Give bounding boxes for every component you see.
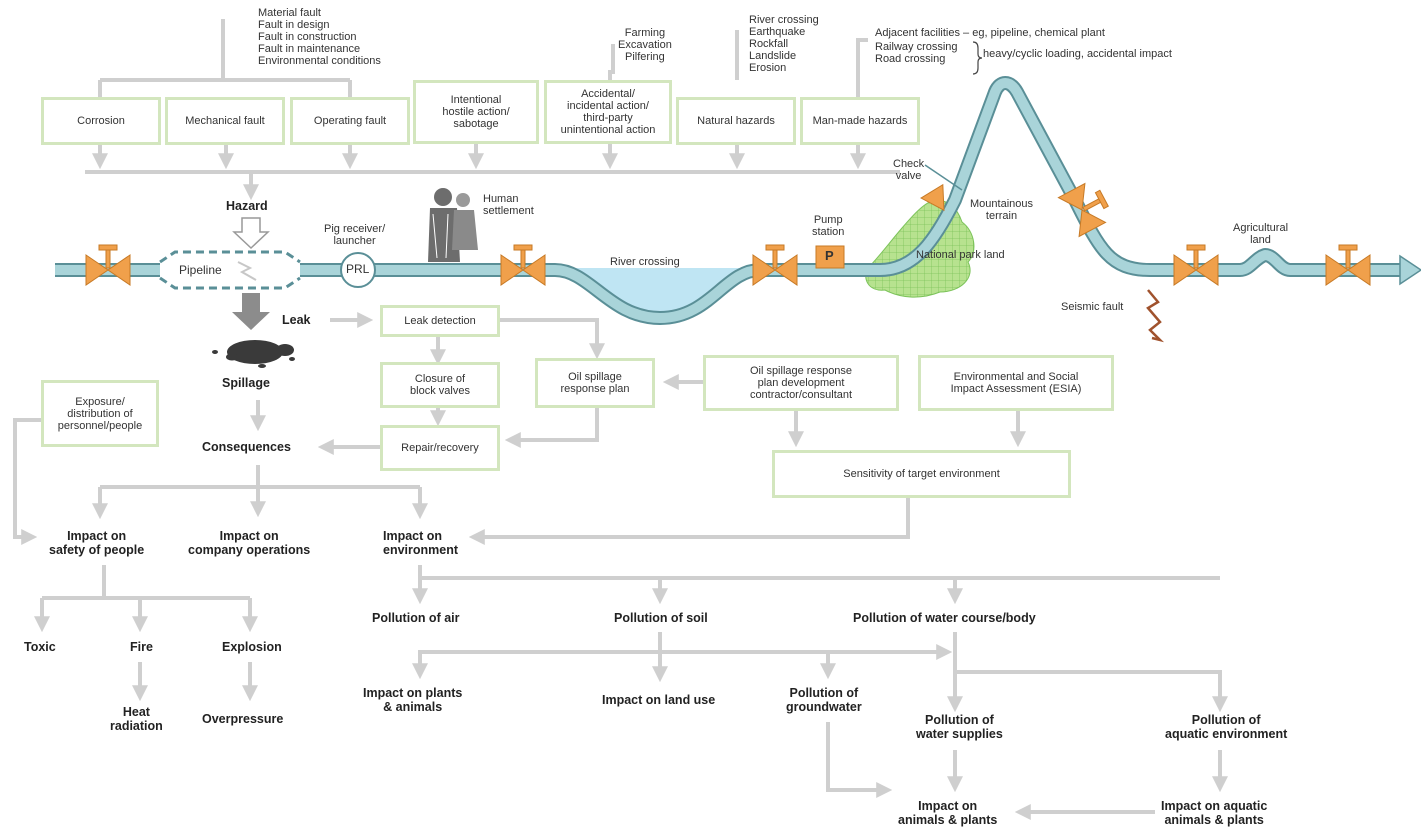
impact-overpressure: Overpressure <box>202 712 284 726</box>
pipeline-label: Pipeline <box>179 263 222 277</box>
leak-arrow-icon <box>232 293 270 330</box>
box-accidental-action: Accidental/ incidental action/ third-par… <box>544 80 672 144</box>
leak-label: Leak <box>282 313 311 327</box>
box-repair-recovery: Repair/recovery <box>380 425 500 471</box>
pollution-soil: Pollution of soil <box>614 611 708 625</box>
connector-lines <box>13 19 1228 820</box>
natural-hazard-list: River crossing Earthquake Rockfall Lands… <box>749 14 819 74</box>
manmade-loading: heavy/cyclic loading, accidental impact <box>983 48 1172 60</box>
impact-toxic: Toxic <box>24 640 56 654</box>
pump-station-icon <box>815 245 845 269</box>
prl-label: PRL <box>346 262 370 276</box>
box-esia: Environmental and Social Impact Assessme… <box>918 355 1114 411</box>
prl-circle <box>340 252 376 288</box>
river-water <box>555 268 760 316</box>
impact-environment: Impact on environment <box>383 529 459 557</box>
manmade-list-line2: Railway crossing Road crossing <box>875 41 958 65</box>
impact-land-use: Impact on land use <box>602 693 716 707</box>
hazard-arrow-icon <box>232 217 270 250</box>
oil-spill-icon <box>212 340 295 368</box>
pollution-air: Pollution of air <box>372 611 460 625</box>
box-manmade-hazards: Man-made hazards <box>800 97 920 145</box>
spillage-label: Spillage <box>222 376 270 390</box>
box-oil-spill-plan: Oil spillage response plan <box>535 358 655 408</box>
human-settlement-label: Human settlement <box>483 193 534 217</box>
box-operating-fault: Operating fault <box>290 97 410 145</box>
pig-receiver-label: Pig receiver/ launcher <box>324 223 386 247</box>
impact-plants-animals: Impact on plants & animals <box>363 686 463 714</box>
mountainous-terrain-label: Mountainous terrain <box>970 198 1033 222</box>
impact-company: Impact on company operations <box>188 529 311 557</box>
check-valve-label: Check valve <box>893 158 925 182</box>
hazard-label: Hazard <box>226 199 268 213</box>
seismic-fault-icon <box>1146 289 1165 343</box>
valve-icons <box>85 182 1371 286</box>
box-oil-spill-plan-dev: Oil spillage response plan development c… <box>703 355 899 411</box>
box-mechanical-fault: Mechanical fault <box>165 97 285 145</box>
impact-aquatic-animals: Impact on aquatic animals & plants <box>1161 799 1268 827</box>
seismic-fault-label: Seismic fault <box>1061 301 1124 313</box>
impact-heat: Heat radiation <box>110 705 163 733</box>
impact-explosion: Explosion <box>222 640 282 654</box>
box-sensitivity: Sensitivity of target environment <box>772 450 1071 498</box>
human-settlement-icon <box>428 188 478 262</box>
check-valve-pointer <box>924 164 963 191</box>
impact-animals-plants: Impact on animals & plants <box>898 799 998 827</box>
pollution-groundwater: Pollution of groundwater <box>786 686 862 714</box>
fault-list: Material fault Fault in design Fault in … <box>258 7 381 67</box>
third-party-list: Farming Excavation Pilfering <box>618 27 672 63</box>
pollution-water-supplies: Pollution of water supplies <box>916 713 1003 741</box>
box-leak-detection: Leak detection <box>380 305 500 337</box>
pollution-water-body: Pollution of water course/body <box>853 611 1036 625</box>
impact-fire: Fire <box>130 640 153 654</box>
pump-p-label: P <box>825 248 834 263</box>
agricultural-land-label: Agricultural land <box>1233 222 1289 246</box>
national-park-label: National park land <box>916 249 1005 261</box>
pump-station-label: Pump station <box>812 214 845 238</box>
box-closure-valves: Closure of block valves <box>380 362 500 408</box>
manmade-list-line1: Adjacent facilities – eg, pipeline, chem… <box>875 27 1105 39</box>
box-intentional-action: Intentional hostile action/ sabotage <box>413 80 539 144</box>
consequences-label: Consequences <box>202 440 291 454</box>
box-exposure: Exposure/ distribution of personnel/peop… <box>41 380 159 447</box>
impact-safety: Impact on safety of people <box>49 529 145 557</box>
pollution-aquatic-env: Pollution of aquatic environment <box>1165 713 1288 741</box>
river-crossing-label: River crossing <box>610 256 680 268</box>
box-corrosion: Corrosion <box>41 97 161 145</box>
box-natural-hazards: Natural hazards <box>676 97 796 145</box>
brace <box>972 41 983 75</box>
